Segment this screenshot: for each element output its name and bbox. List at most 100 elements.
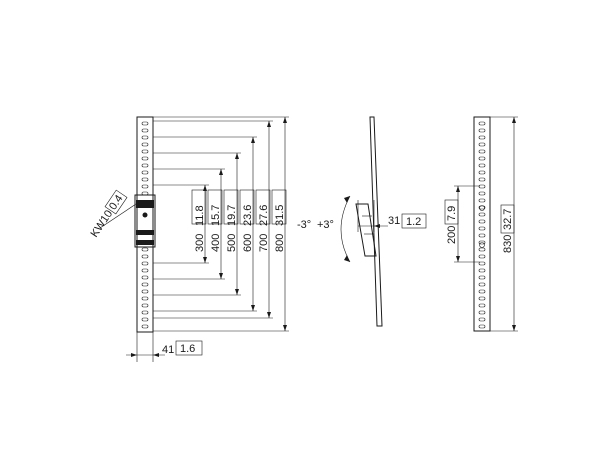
bracket-arrow: [219, 273, 223, 279]
rail-slot: [478, 184, 486, 189]
rear-hole-bottom: [479, 242, 485, 248]
rail-slot: [478, 268, 486, 273]
rear-hole-top: [479, 205, 485, 211]
rail-slot: [141, 163, 149, 168]
rail-slot: [141, 184, 149, 189]
rail-slot: [478, 275, 486, 280]
rail-slot: [478, 317, 486, 322]
rail-slot: [478, 296, 486, 301]
rail-slot: [478, 289, 486, 294]
rail-slot: [478, 219, 486, 224]
rail-slot: [141, 128, 149, 133]
height-mm: 830: [502, 235, 514, 253]
rail-slot: [478, 247, 486, 252]
side-clamp: [355, 203, 377, 257]
dim-500-mm: 500: [226, 234, 238, 252]
rail-slot: [478, 282, 486, 287]
clamp-band-bottom: [136, 240, 154, 245]
rail-slot: [478, 163, 486, 168]
rail-slot: [141, 261, 149, 266]
rail-slot: [478, 205, 486, 210]
rail-slot: [141, 303, 149, 308]
spacing-in: 7.9: [446, 206, 458, 221]
dim-600-mm: 600: [242, 234, 254, 252]
dim-500-in: 19.7: [226, 205, 238, 226]
dim-700-mm: 700: [258, 234, 270, 252]
dim-400-in: 15.7: [210, 205, 222, 226]
tilt-plus: +3°: [317, 219, 334, 231]
bracket-arrow: [235, 153, 239, 159]
rail-slot: [141, 324, 149, 329]
kw-callout: KW10 0.4: [89, 189, 137, 240]
rail-slot: [141, 135, 149, 140]
kw-in: 0.4: [107, 193, 126, 212]
front-rail-slots: [141, 121, 149, 329]
rail-slot: [478, 261, 486, 266]
bracket-arrow: [283, 325, 287, 331]
rail-slot: [141, 170, 149, 175]
rail-slot: [141, 247, 149, 252]
bracket-arrow: [203, 185, 207, 191]
front-view: 300 11.8 400 15.7 500 19.7 600 23.6 700 …: [89, 116, 289, 362]
dim-500: 500 19.7: [226, 205, 238, 252]
rail-slot: [141, 296, 149, 301]
dim-600: 600 23.6: [242, 205, 254, 252]
height-in: 32.7: [502, 209, 514, 230]
bracket-arrow: [219, 169, 223, 175]
rail-slot: [141, 177, 149, 182]
dim-300: 300 11.8: [194, 205, 206, 252]
bracket-arrow: [267, 312, 271, 318]
rear-view: 200 7.9 830 32.7: [444, 116, 518, 332]
rail-slot: [478, 198, 486, 203]
dim-400-mm: 400: [210, 234, 222, 252]
rail-slot: [478, 128, 486, 133]
bracket-arrow: [283, 117, 287, 123]
bracket-arrow: [251, 137, 255, 143]
depth-mm: 31: [388, 215, 400, 227]
dim-700-in: 27.6: [258, 205, 270, 226]
rail-slot: [141, 268, 149, 273]
rail-slot: [478, 142, 486, 147]
rail-slot: [478, 226, 486, 231]
bracket-arrow: [251, 305, 255, 311]
dim-600-in: 23.6: [242, 205, 254, 226]
kw-label: KW10: [89, 208, 116, 240]
rail-slot: [478, 149, 486, 154]
depth-in: 1.2: [406, 216, 421, 228]
rail-slot: [478, 254, 486, 259]
rail-slot: [141, 149, 149, 154]
tilt-arc: [340, 195, 351, 263]
front-inch-boxes: [191, 189, 287, 225]
rail-slot: [141, 275, 149, 280]
dim-800-in: 31.5: [274, 205, 286, 226]
rail-slot: [478, 212, 486, 217]
rear-rail-slots: [478, 121, 486, 329]
mounting-clamp: [134, 194, 156, 248]
width-dimension: 41 1.6: [126, 332, 203, 362]
spacing-mm: 200: [446, 226, 458, 244]
clamp-band-mid: [136, 230, 154, 235]
rail-slot: [478, 121, 486, 126]
tilt-arrow-top: [344, 196, 350, 203]
clamp-bolt: [142, 212, 148, 218]
rail-slot: [478, 177, 486, 182]
side-profile: [369, 116, 383, 327]
depth-dimension: 31 1.2: [357, 200, 427, 232]
dim-800: 800 31.5: [274, 205, 286, 252]
rail-slot: [478, 156, 486, 161]
dim-400: 400 15.7: [210, 205, 222, 252]
spacing-dimension: 200 7.9: [444, 185, 480, 263]
rail-slot: [478, 135, 486, 140]
rear-rail: [473, 116, 491, 332]
rail-slot: [141, 254, 149, 259]
rail-slot: [141, 317, 149, 322]
rail-slot: [141, 121, 149, 126]
bracket-arrow: [267, 121, 271, 127]
dim-300-mm: 300: [194, 234, 206, 252]
tilt-arrow-bottom: [344, 255, 350, 262]
dim-700: 700 27.6: [258, 205, 270, 252]
front-dimension-brackets: [153, 116, 289, 332]
rail-slot: [478, 233, 486, 238]
